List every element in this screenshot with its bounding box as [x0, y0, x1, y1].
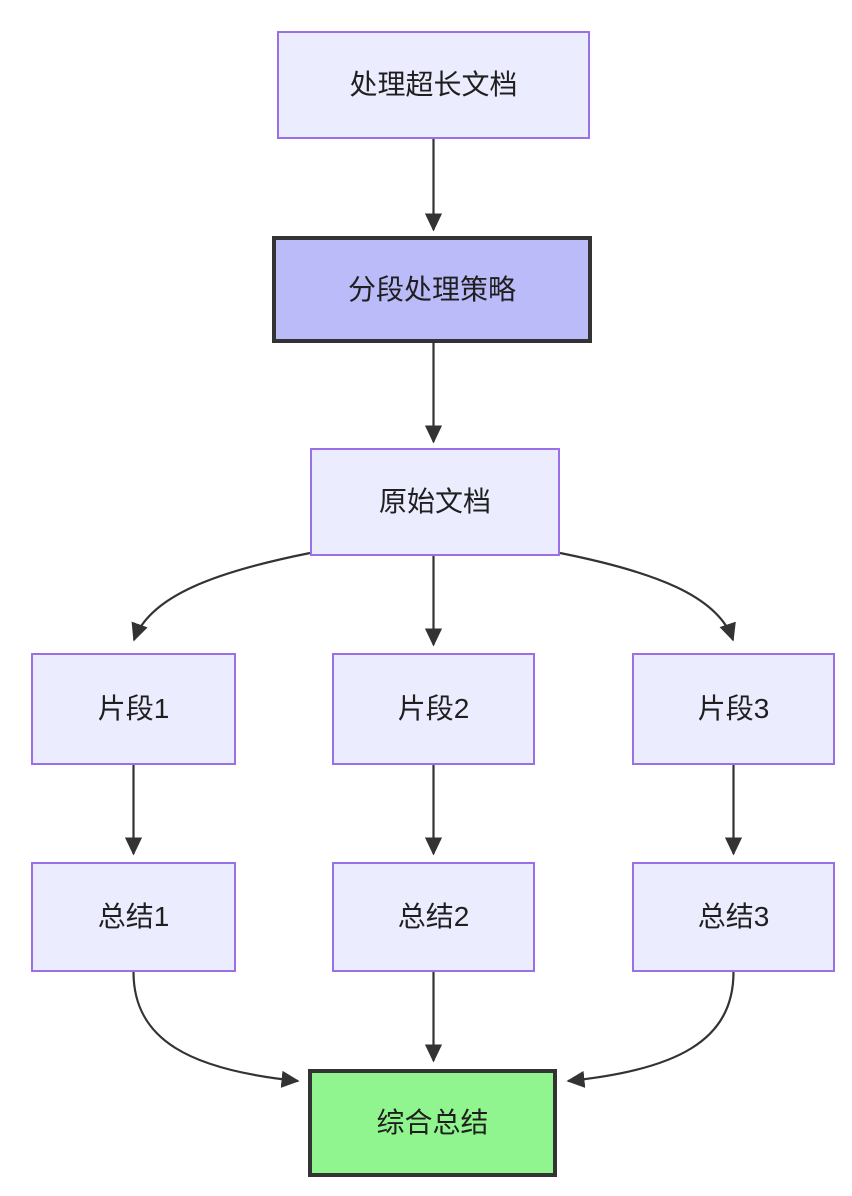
node-n1[interactable]: 处理超长文档: [277, 31, 590, 139]
node-label: 总结1: [97, 901, 170, 933]
node-label: 总结3: [697, 901, 770, 933]
node-label: 总结2: [397, 901, 470, 933]
node-label: 片段3: [697, 693, 770, 725]
edge-n3-to-n4: [131, 551, 311, 642]
node-label: 片段1: [97, 693, 170, 725]
node-n4[interactable]: 片段1: [31, 653, 236, 765]
node-n5[interactable]: 片段2: [332, 653, 535, 765]
node-label: 片段2: [397, 693, 470, 725]
node-n7[interactable]: 总结1: [31, 862, 236, 972]
edge-n7-to-n10: [132, 971, 300, 1088]
node-n10[interactable]: 综合总结: [308, 1069, 557, 1177]
edge-n9-to-n10: [566, 971, 735, 1088]
node-n2[interactable]: 分段处理策略: [272, 236, 592, 343]
edge-n3-to-n6: [559, 551, 736, 642]
node-n6[interactable]: 片段3: [632, 653, 835, 765]
node-n3[interactable]: 原始文档: [310, 448, 560, 556]
node-label: 综合总结: [376, 1107, 489, 1139]
node-label: 分段处理策略: [347, 273, 516, 305]
node-label: 原始文档: [378, 486, 491, 518]
node-label: 处理超长文档: [349, 69, 518, 101]
node-n8[interactable]: 总结2: [332, 862, 535, 972]
node-n9[interactable]: 总结3: [632, 862, 835, 972]
